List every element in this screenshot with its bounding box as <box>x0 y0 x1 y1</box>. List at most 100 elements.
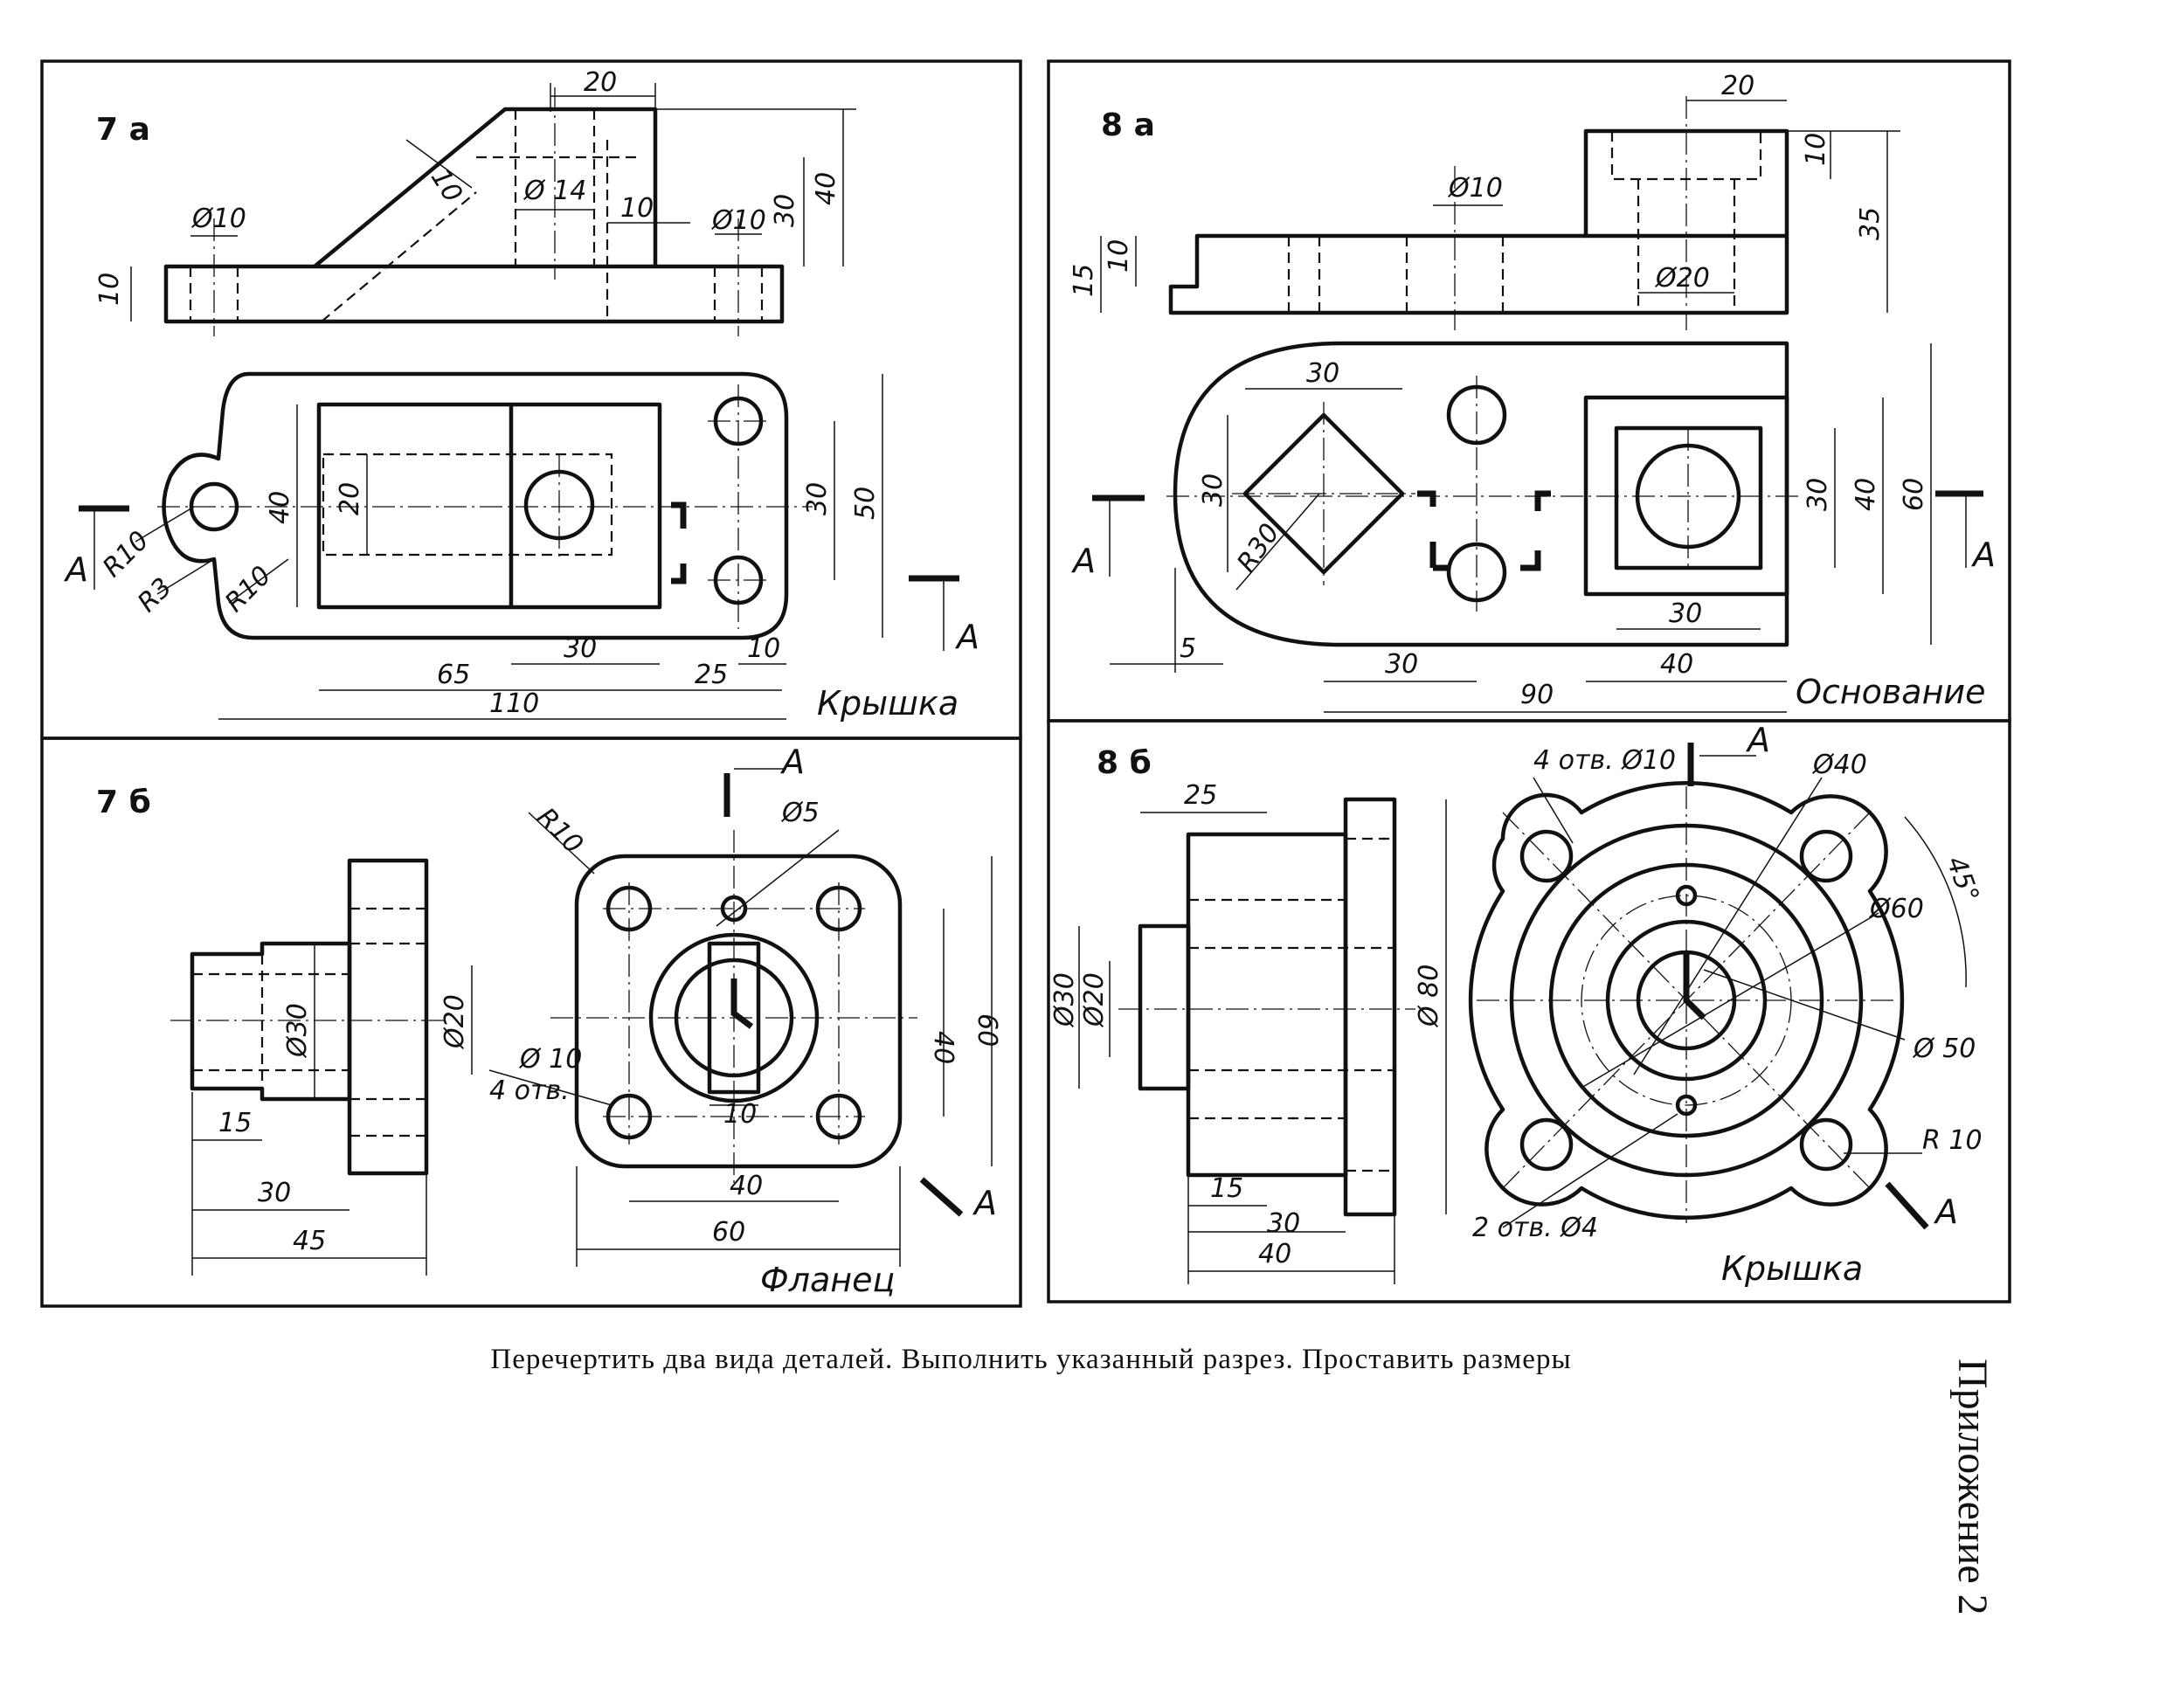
8a-dim-16: 30 <box>1669 598 1702 629</box>
panel-8b-id: 8 б <box>1097 745 1152 781</box>
8a-dim-9: 30 <box>1198 474 1228 507</box>
7a-section-label-left: A <box>63 550 88 589</box>
7a-base-plate <box>163 264 785 324</box>
7b-dim-8: 40 <box>928 1031 959 1064</box>
panel-7a-id: 7 а <box>96 112 150 148</box>
7b-dim-7: Ø5 <box>780 798 820 828</box>
8a-dim-5: 15 <box>1069 264 1099 297</box>
8a-part-name: Основание <box>1796 673 1986 711</box>
panel-8b-frame <box>1047 719 2011 1303</box>
8a-dim-13: 40 <box>1660 649 1693 680</box>
8b-dim-7: 40 <box>1258 1239 1291 1269</box>
7a-dim-5: Ø10 <box>710 205 766 236</box>
panel-8b: 8 б 25 Ø30 Ø20 Ø 80 15 30 40 <box>1049 721 1985 1288</box>
8b-dim-3: Ø20 <box>1079 972 1110 1028</box>
8a-dim-6: 10 <box>1104 239 1134 273</box>
7a-dim-13: 50 <box>850 487 881 520</box>
8a-section-label-left: A <box>1070 542 1096 580</box>
8b-part-name: Крышка <box>1721 1249 1863 1288</box>
7b-hub-profile <box>190 941 352 1102</box>
8b-dim-2: Ø30 <box>1049 972 1080 1028</box>
7a-dim-11: 20 <box>335 482 365 515</box>
7b-flange-profile <box>347 858 429 1176</box>
7a-part-name: Крышка <box>817 684 959 723</box>
panel-8a-id: 8 а <box>1101 107 1155 143</box>
7b-part-name: Фланец <box>760 1261 895 1299</box>
7a-dim-14: R10 <box>97 525 155 583</box>
7a-plan-boss <box>316 402 662 610</box>
7a-plan-outline <box>162 371 789 640</box>
7b-dim-11: 4 отв. <box>489 1075 570 1106</box>
7b-section-label-bottom: A <box>972 1184 997 1222</box>
7a-dim-20: 10 <box>747 633 780 664</box>
7b-dim-2: Ø20 <box>439 994 470 1050</box>
7a-dim-8: Ø10 <box>190 204 246 234</box>
panel-8a-frame <box>1047 59 2011 723</box>
8a-dim-8: 30 <box>1306 358 1339 389</box>
7b-section-label-top: A <box>779 743 805 781</box>
7b-dim-9: 60 <box>972 1013 1002 1047</box>
8b-dim-4: Ø 80 <box>1414 965 1444 1028</box>
panel-8a: 8 а 20 10 35 Ø10 15 10 Ø20 <box>1069 71 1996 713</box>
7a-dim-12: 30 <box>802 482 833 515</box>
8b-flange-outline <box>1468 780 1905 1220</box>
panel-7b-frame <box>40 736 1022 1308</box>
7a-dim-9: 10 <box>94 273 125 306</box>
7b-dim-1: Ø30 <box>282 1003 313 1059</box>
7a-dim-7: 40 <box>811 172 841 205</box>
8b-section-label-bottom: A <box>1933 1193 1958 1231</box>
7a-dim-4: 10 <box>620 193 654 224</box>
8b-dim-9: Ø40 <box>1811 750 1867 780</box>
8a-dim-11: 5 <box>1180 633 1196 664</box>
7b-dim-5: 45 <box>293 1226 326 1256</box>
8a-dim-3: 35 <box>1855 207 1886 240</box>
8b-hub <box>1186 832 1348 1178</box>
7a-dim-3: Ø 14 <box>523 176 586 206</box>
7b-dim-4: 30 <box>258 1178 291 1208</box>
8b-dim-10: 45° <box>1940 853 1984 907</box>
8a-dim-7: Ø20 <box>1654 263 1710 294</box>
8b-dim-13: R 10 <box>1922 1125 1983 1156</box>
8b-dim-5: 15 <box>1210 1173 1243 1204</box>
7b-dim-6: R10 <box>530 802 588 860</box>
7b-dim-13: 40 <box>730 1171 763 1201</box>
7b-dim-10: Ø 10 <box>518 1044 582 1075</box>
8a-dim-4: Ø10 <box>1447 173 1503 204</box>
8b-dim-11: Ø60 <box>1868 894 1924 924</box>
8b-dim-1: 25 <box>1184 780 1217 811</box>
panel-7b: 7 б Ø30 Ø20 15 30 45 <box>96 743 1002 1299</box>
7a-section-label-right: A <box>954 618 979 656</box>
8a-dim-15: 30 <box>1803 478 1833 511</box>
7b-dim-12: 10 <box>723 1099 757 1130</box>
8b-dim-12: Ø 50 <box>1912 1034 1976 1064</box>
8a-dim-14: 60 <box>1899 478 1929 511</box>
8a-diamond-cutout <box>1242 412 1405 575</box>
8a-dim-17: 40 <box>1851 478 1881 511</box>
8a-dim-12: 30 <box>1385 649 1418 680</box>
8b-dim-8: 4 отв. Ø10 <box>1533 745 1676 776</box>
drawing-sheet: 7 а 20 10 Ø 14 10 Ø10 30 40 Ø10 <box>40 59 2011 1308</box>
8a-dim-2: 10 <box>1801 133 1831 166</box>
7b-dim-3: 15 <box>218 1108 252 1138</box>
7a-dim-15: R3 <box>132 572 178 619</box>
7a-dim-10: 40 <box>265 491 295 524</box>
7a-dim-19: 25 <box>695 660 728 690</box>
8b-spigot <box>1138 923 1191 1091</box>
7a-dim-18: 30 <box>564 633 597 664</box>
7a-dim-6: 30 <box>770 194 800 227</box>
appendix-label: Приложение 2 <box>1949 1359 1996 1615</box>
assignment-caption: Перечертить два вида деталей. Выполнить … <box>490 1344 1572 1375</box>
7a-dim-21: 110 <box>489 688 539 719</box>
7a-dim-16: R10 <box>219 560 277 618</box>
8b-dim-14: 2 отв. Ø4 <box>1472 1213 1598 1243</box>
7b-flange-face <box>574 854 903 1169</box>
8a-dim-1: 20 <box>1721 71 1754 101</box>
7a-rib-profile <box>313 107 658 268</box>
8a-plan-outline <box>1173 341 1789 647</box>
8a-section-label-right: A <box>1970 536 1996 574</box>
8b-dim-6: 30 <box>1267 1208 1300 1239</box>
8b-flange <box>1343 797 1397 1217</box>
7a-dim-1: 20 <box>584 67 617 98</box>
7a-dim-17: 65 <box>437 660 470 690</box>
7b-dim-14: 60 <box>712 1217 745 1248</box>
